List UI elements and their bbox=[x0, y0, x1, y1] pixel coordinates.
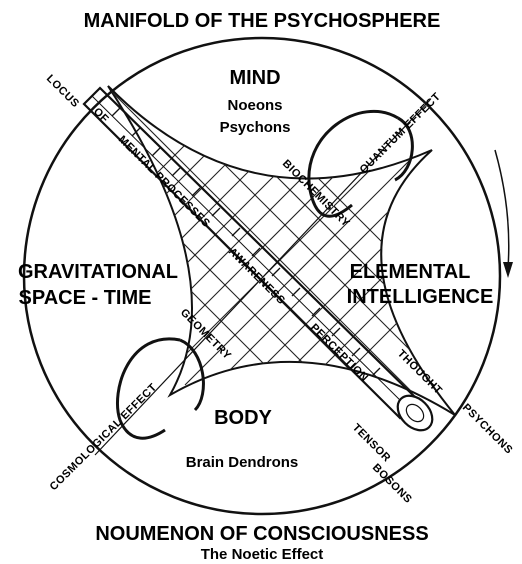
left-region-line1: GRAVITATIONAL bbox=[18, 261, 178, 283]
right-region-line1: ELEMENTAL bbox=[350, 261, 471, 283]
tensor-label: TENSOR bbox=[350, 422, 393, 465]
mind-title: MIND bbox=[229, 67, 280, 89]
footer-title: NOUMENON OF CONSCIOUSNESS bbox=[95, 523, 428, 545]
footer-subtitle: The Noetic Effect bbox=[201, 546, 324, 563]
body-title: BODY bbox=[214, 407, 272, 429]
right-region-line2: INTELLIGENCE bbox=[347, 286, 494, 308]
mind-line2: Psychons bbox=[220, 119, 291, 136]
diagram-title: MANIFOLD OF THE PSYCHOSPHERE bbox=[84, 10, 441, 32]
rotation-arrow-icon bbox=[495, 150, 513, 278]
psychons-label: PSYCHONS bbox=[460, 402, 515, 457]
left-region-line2: SPACE - TIME bbox=[19, 287, 152, 309]
mind-line1: Noeons bbox=[227, 97, 282, 114]
body-line1: Brain Dendrons bbox=[186, 454, 299, 471]
locus-label: LOCUS bbox=[44, 73, 81, 110]
